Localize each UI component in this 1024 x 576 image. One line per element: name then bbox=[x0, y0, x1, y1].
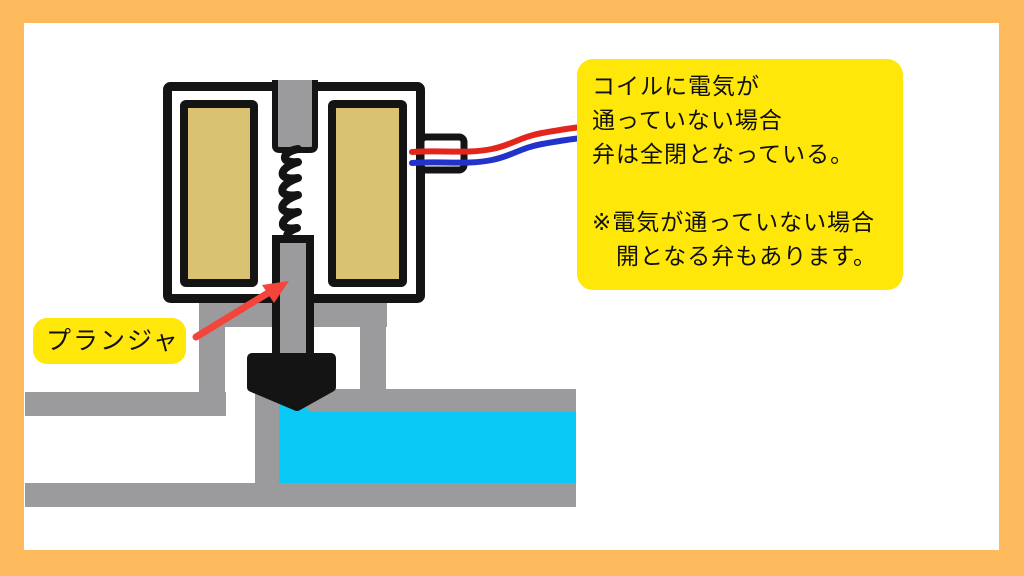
coil-right bbox=[328, 100, 407, 287]
note-box: コイルに電気が 通っていない場合 弁は全閉となっている。 ※電気が通っていない場… bbox=[577, 59, 903, 290]
plunger-arrow-head bbox=[262, 281, 289, 303]
coil-left bbox=[180, 100, 258, 287]
pipe-bottom bbox=[25, 483, 576, 507]
valve-plug bbox=[247, 353, 336, 411]
pipe-chamber-left-wall bbox=[255, 390, 279, 486]
blue-wire bbox=[409, 135, 585, 166]
plunger-guide bbox=[272, 80, 318, 153]
coil-group bbox=[180, 100, 407, 287]
pipe-inlet-horizontal bbox=[25, 392, 226, 416]
plunger-arrow-line bbox=[192, 289, 272, 341]
spring bbox=[278, 145, 302, 245]
plunger-arrow bbox=[192, 281, 289, 341]
plunger-rod bbox=[280, 243, 306, 360]
pipe-outlet-top bbox=[304, 389, 576, 412]
red-wire bbox=[409, 124, 585, 155]
plunger-label: プランジャ bbox=[33, 318, 186, 364]
pipe-body-right-vertical bbox=[360, 303, 386, 401]
